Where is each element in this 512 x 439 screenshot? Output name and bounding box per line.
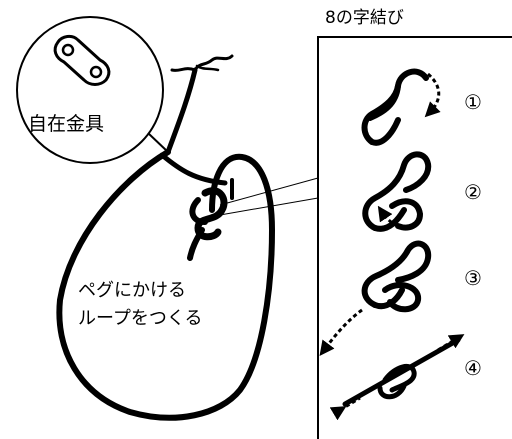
tensioner-callout-pointer: [147, 132, 169, 153]
tensioner-icon: [53, 34, 111, 86]
step4-right-arrow-icon: [437, 334, 465, 352]
tensioner-label: 自在金具: [28, 113, 105, 135]
step-number-4: ④: [464, 356, 482, 380]
step-number-2: ②: [464, 180, 482, 204]
step3-knot-icon: [361, 240, 432, 313]
step4-left-arrow-icon: [329, 396, 361, 421]
tied-knot: [187, 187, 228, 261]
step2-dashed-arrow-icon: [377, 205, 399, 228]
panel-title: 8の字結び: [325, 8, 404, 28]
step2-knot-icon: [362, 151, 432, 232]
rope-loop-icon: [56, 54, 276, 421]
loop-label-line1: ペグにかける: [78, 280, 186, 301]
step3-dashed-arrow-icon: [319, 308, 363, 356]
step1-dashed-arrow-icon: [424, 72, 441, 118]
callout-line-bottom: [219, 197, 319, 216]
callout-line-top: [219, 177, 319, 206]
loop-label-line2: ループをつくる: [78, 308, 203, 329]
step-number-3: ③: [464, 266, 482, 290]
steps-panel-border: [317, 36, 512, 439]
step1-knot-icon: [361, 68, 429, 146]
step-number-1: ①: [464, 90, 482, 114]
tensioner-callout-circle: [16, 16, 164, 164]
